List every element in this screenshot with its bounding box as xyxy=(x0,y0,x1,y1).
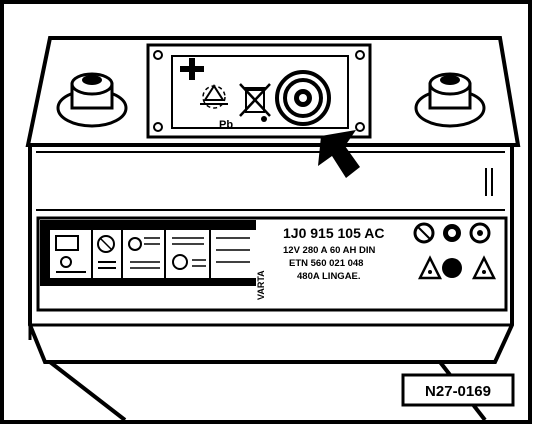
crossed-bin-icon xyxy=(239,83,271,117)
current-line-text: 480A LINGAE. xyxy=(297,271,361,282)
charge-indicator-eye[interactable] xyxy=(275,70,331,126)
screw-hole xyxy=(355,50,365,60)
screw-hole xyxy=(153,122,163,132)
floor-line-left xyxy=(48,360,127,422)
part-number-text: 1J0 915 105 AC xyxy=(283,225,384,241)
hazard-symbols-block xyxy=(413,222,497,280)
front-label xyxy=(36,216,508,312)
etn-line-text: ETN 560 021 048 xyxy=(289,258,363,269)
pointer-arrow xyxy=(318,130,360,178)
screw-hole xyxy=(153,50,163,60)
terminal-post-left xyxy=(56,72,128,128)
spec-line-text: 12V 280 A 60 AH DIN xyxy=(283,245,376,256)
terminal-post-right xyxy=(414,72,486,128)
screw-hole xyxy=(355,122,365,132)
dot-mark xyxy=(261,116,267,122)
figure-code-box xyxy=(401,373,515,407)
symbol-panel xyxy=(171,55,349,129)
recycle-icon xyxy=(200,84,228,109)
plus-icon xyxy=(180,58,204,80)
label-side-text: VARTA xyxy=(256,270,266,300)
figure-code-text: N27-0169 xyxy=(425,383,491,400)
lead-symbol-text: Pb xyxy=(219,119,233,131)
warning-symbols-block xyxy=(40,220,256,286)
